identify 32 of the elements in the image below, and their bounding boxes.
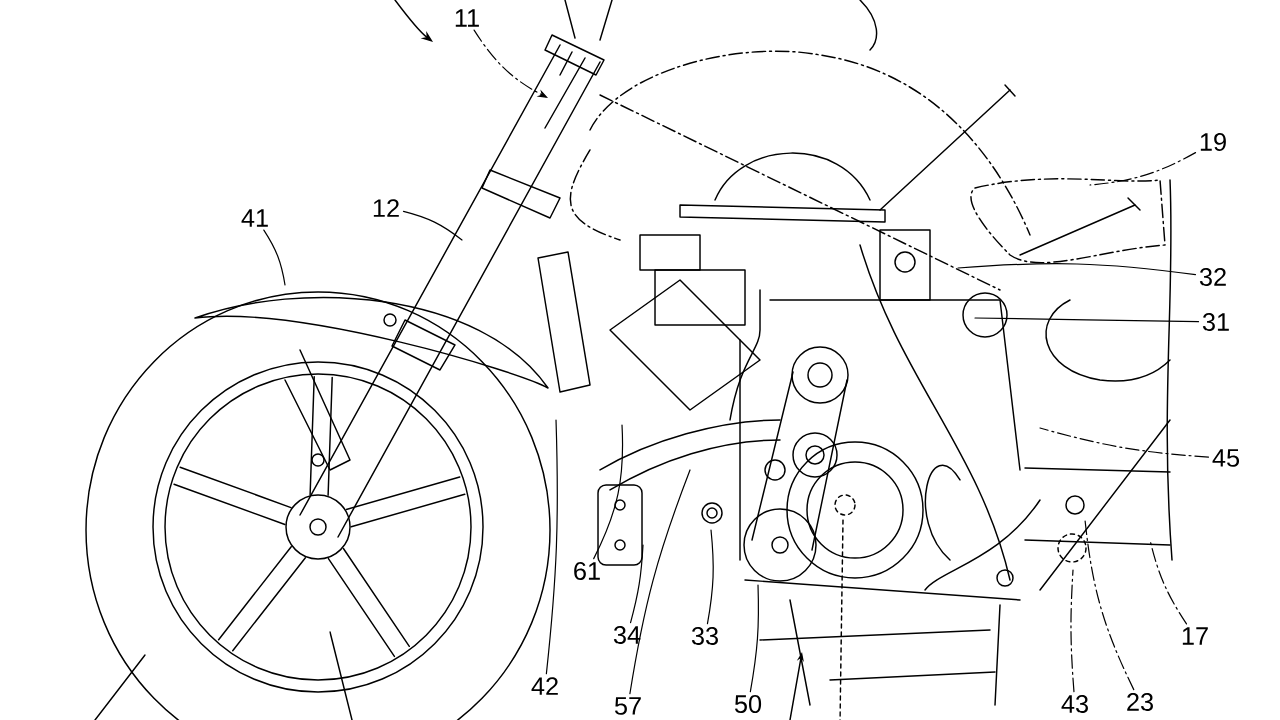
callout-number: 11	[455, 9, 479, 27]
leader-line	[974, 317, 1200, 323]
callout-number: 12	[373, 199, 399, 217]
callout-number: 43	[1061, 695, 1088, 713]
callout-number: 61	[574, 562, 600, 580]
callout-number: 19	[1200, 133, 1226, 151]
callout-number: 33	[691, 627, 718, 645]
leader-line	[749, 584, 760, 693]
callout-number: 42	[531, 677, 558, 695]
callout-number: 34	[613, 626, 641, 644]
callout-number: 31	[1202, 313, 1229, 331]
leader-line	[1084, 519, 1135, 691]
leader-line	[629, 469, 691, 695]
callout-number: 41	[241, 209, 268, 227]
leader-line	[1070, 569, 1075, 693]
leader-line	[1149, 539, 1188, 625]
leader-line	[957, 263, 1197, 276]
leader-line	[1089, 152, 1197, 186]
callout-number: 45	[1212, 449, 1240, 467]
callout-number: 50	[734, 695, 762, 713]
leader-line	[473, 29, 548, 98]
leader-line	[1039, 427, 1210, 458]
leader-line	[593, 424, 624, 560]
callout-number: 17	[1182, 627, 1208, 645]
leader-line	[263, 229, 286, 286]
callout-number: 32	[1199, 268, 1226, 286]
leader-line	[545, 419, 558, 675]
callout-number: 23	[1127, 693, 1153, 711]
leader-line	[706, 529, 714, 625]
callout-number: 57	[614, 697, 641, 715]
leader-line	[402, 210, 463, 241]
leader-line	[629, 544, 644, 624]
